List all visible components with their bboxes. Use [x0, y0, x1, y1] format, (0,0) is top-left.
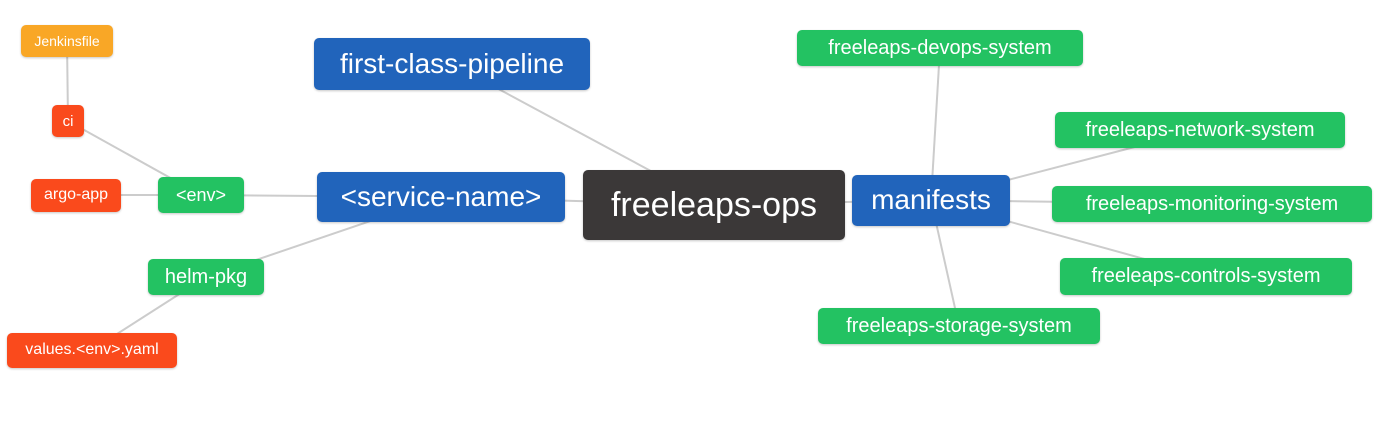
node-helm-pkg[interactable]: helm-pkg [148, 259, 264, 295]
node-freeleaps-ops[interactable]: freeleaps-ops [583, 170, 845, 240]
node-monitoring-system[interactable]: freeleaps-monitoring-system [1052, 186, 1372, 222]
node-argo-app[interactable]: argo-app [31, 178, 121, 212]
node-values-env-yaml[interactable]: values.<env>.yaml [7, 332, 177, 368]
node-env[interactable]: <env> [158, 177, 244, 213]
node-jenkinsfile[interactable]: Jenkinsfile [21, 25, 113, 57]
node-first-class-pipeline[interactable]: first-class-pipeline [314, 38, 590, 90]
node-controls-system[interactable]: freeleaps-controls-system [1060, 257, 1352, 295]
node-service-name[interactable]: <service-name> [317, 172, 565, 222]
node-devops-system[interactable]: freeleaps-devops-system [797, 30, 1083, 66]
node-ci[interactable]: ci [52, 105, 84, 137]
node-manifests[interactable]: manifests [852, 174, 1010, 226]
node-storage-system[interactable]: freeleaps-storage-system [818, 308, 1100, 344]
node-network-system[interactable]: freeleaps-network-system [1055, 112, 1345, 148]
